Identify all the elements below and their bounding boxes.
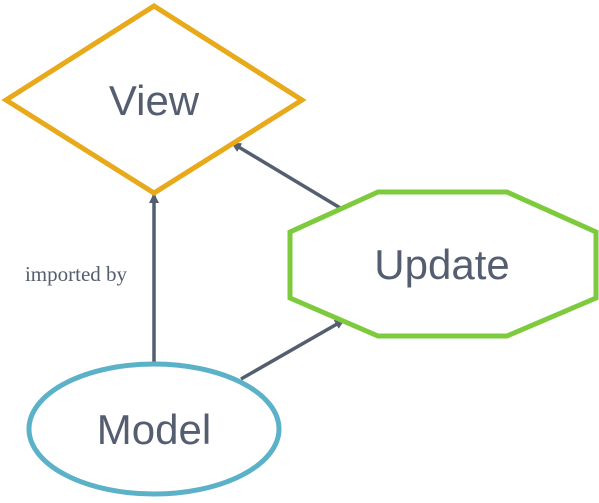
model-node-label: Model [97,406,211,453]
edge-label-imported-by: imported by [25,262,128,286]
edge-model-to-update [240,318,345,381]
view-node[interactable]: View [1,3,307,196]
view-node-shape [1,3,307,196]
view-node-label: View [109,77,200,124]
update-node-shape [287,189,599,339]
model-node-shape [26,361,282,497]
update-node-label: Update [374,241,509,288]
update-node[interactable]: Update [287,189,599,339]
model-node[interactable]: Model [26,361,282,497]
edge-update-to-view [231,141,343,211]
